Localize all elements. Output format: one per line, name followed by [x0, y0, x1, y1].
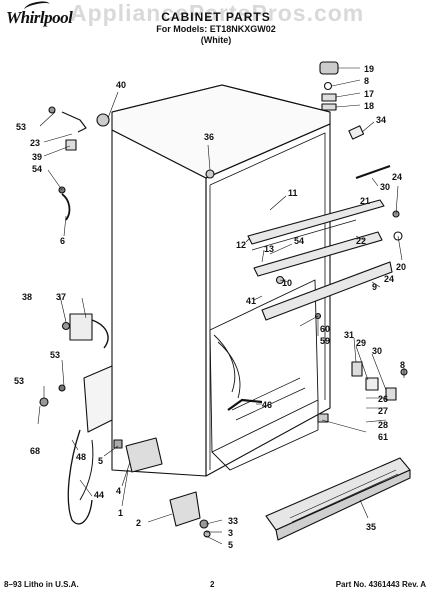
callout-30: 30: [380, 182, 391, 192]
callout-28: 28: [378, 420, 389, 430]
callout-30: 30: [372, 346, 383, 356]
callout-10: 10: [282, 278, 293, 288]
callout-6: 6: [60, 236, 66, 246]
cabinet-liner-front: [111, 129, 207, 477]
callout-35: 35: [366, 522, 377, 532]
callout-5: 5: [98, 456, 104, 466]
callout-20: 20: [396, 262, 407, 272]
callout-37: 37: [56, 292, 67, 302]
callout-48: 48: [76, 452, 87, 462]
callout-21: 21: [360, 196, 371, 206]
callout-59: 59: [320, 336, 331, 346]
callout-54: 54: [32, 164, 43, 174]
callout-13: 13: [264, 244, 275, 254]
toe-grille: [265, 457, 411, 531]
callout-34: 34: [376, 115, 387, 125]
callout-31: 31: [344, 330, 355, 340]
callout-26: 26: [378, 394, 389, 404]
callout-3: 3: [228, 528, 234, 538]
watermark: AppliancePartsPros.com: [70, 0, 365, 26]
callout-4: 4: [116, 486, 122, 496]
callout-41: 41: [246, 296, 257, 306]
callout-11: 11: [288, 188, 298, 198]
callout-18: 18: [364, 101, 375, 111]
callout-40: 40: [116, 80, 127, 90]
callout-8: 8: [400, 360, 406, 370]
callout-53: 53: [14, 376, 25, 386]
callout-29: 29: [356, 338, 367, 348]
callout-8: 8: [364, 76, 370, 86]
roller-bracket: [125, 437, 163, 473]
callout-9: 9: [372, 282, 378, 292]
callout-36: 36: [204, 132, 215, 142]
cabinet-top-back-edge: [111, 84, 331, 113]
callout-33: 33: [228, 516, 239, 526]
callout-5: 5: [228, 540, 234, 550]
callout-23: 23: [30, 138, 41, 148]
front-roller: [169, 491, 201, 527]
shelf-rail-upper: [247, 199, 385, 245]
callout-38: 38: [22, 292, 33, 302]
page-number: 2: [210, 580, 215, 589]
cabinet-liner-top: [111, 84, 331, 179]
callout-1: 1: [118, 508, 124, 518]
whirlpool-logo: Whirlpool: [6, 0, 73, 28]
callout-46: 46: [262, 400, 273, 410]
color-note: (White): [200, 35, 232, 45]
callout-17: 17: [364, 89, 375, 99]
callout-22: 22: [356, 236, 367, 246]
callout-54: 54: [294, 236, 305, 246]
callout-39: 39: [32, 152, 43, 162]
callout-24: 24: [384, 274, 395, 284]
litho-note: 8–93 Litho in U.S.A.: [4, 580, 79, 589]
callout-68: 68: [30, 446, 41, 456]
model-subtitle: For Models: ET18NKXGW02: [156, 24, 276, 34]
callout-27: 27: [378, 406, 389, 416]
crisper-rail: [261, 261, 393, 321]
callout-60: 60: [320, 324, 331, 334]
callout-53: 53: [50, 350, 61, 360]
page-title: CABINET PARTS: [161, 10, 271, 24]
part-number: Part No. 4361443 Rev. A: [335, 580, 426, 589]
callout-53: 53: [16, 122, 27, 132]
callout-12: 12: [236, 240, 247, 250]
callout-24: 24: [392, 172, 403, 182]
callout-19: 19: [364, 64, 375, 74]
callout-44: 44: [94, 490, 105, 500]
control-housing: [83, 365, 113, 433]
shelf-rail-lower: [253, 231, 383, 277]
brand-name: Whirlpool: [6, 8, 73, 27]
cabinet-liner-side: [205, 123, 331, 477]
callout-2: 2: [136, 518, 142, 528]
callout-61: 61: [378, 432, 389, 442]
